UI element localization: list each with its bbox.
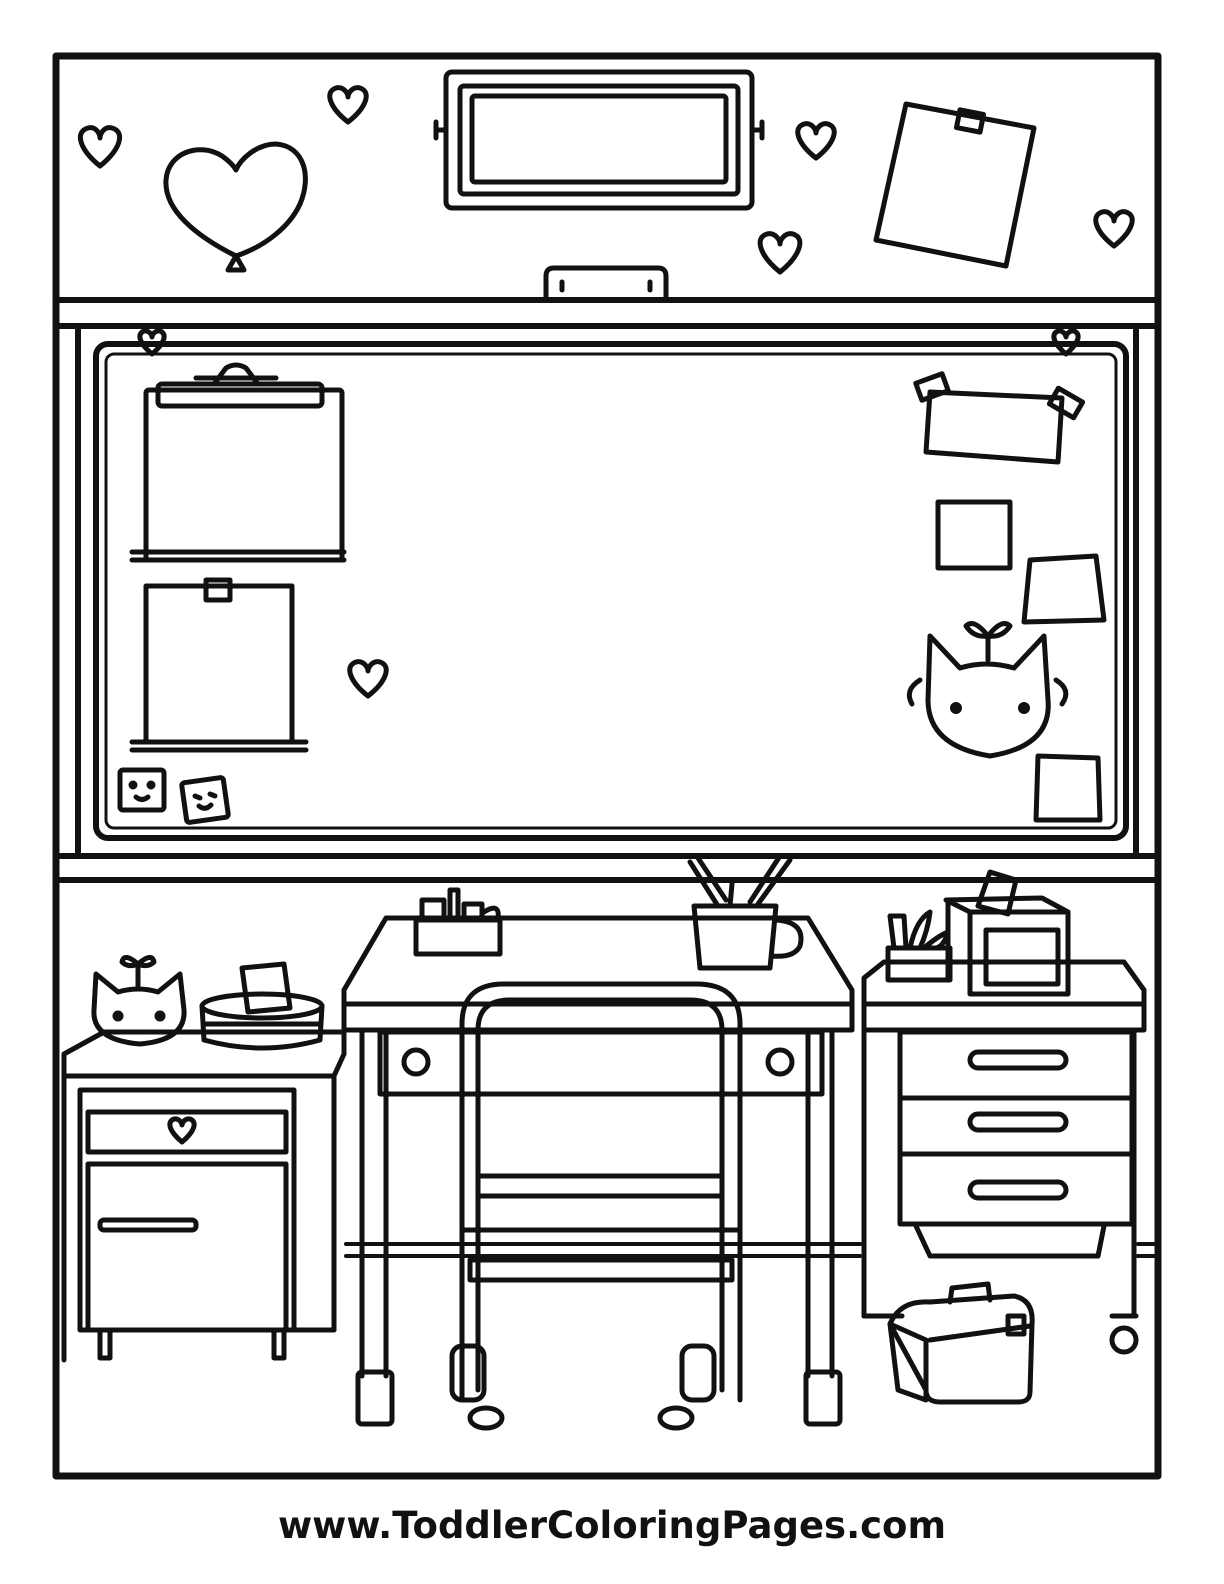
heart-icon — [330, 88, 366, 122]
wall-sign-frame — [436, 72, 762, 208]
lunch-bag — [890, 1284, 1032, 1402]
smiley-sticker — [181, 777, 228, 822]
clipboard — [132, 365, 344, 560]
tissue-box — [946, 872, 1068, 994]
page-border — [56, 56, 1158, 1476]
left-nightstand — [64, 1032, 344, 1360]
heart-icon — [798, 124, 834, 158]
taped-paper — [916, 374, 1083, 462]
sticky-note — [1036, 756, 1100, 820]
sticky-note — [938, 502, 1010, 568]
teacher-desk — [344, 918, 852, 1424]
sticky-note — [1024, 556, 1104, 622]
heart-icon — [350, 662, 386, 696]
smiley-sticker — [120, 770, 164, 810]
heart-icon — [760, 234, 800, 272]
pinned-note — [132, 580, 306, 750]
desk-chair — [452, 984, 740, 1428]
floor-trim — [346, 1244, 1156, 1256]
heart-icon — [170, 1119, 194, 1142]
heart-balloon-icon — [166, 144, 305, 270]
pencil-mug — [690, 856, 801, 968]
small-organizer — [888, 912, 950, 980]
desk-organizer — [416, 890, 500, 954]
bowl — [202, 964, 322, 1048]
heart-icon — [1096, 212, 1132, 246]
heart-icon — [1054, 331, 1078, 354]
top-wall — [58, 72, 1156, 326]
cat-face-sticker — [909, 624, 1066, 756]
wall-bracket — [546, 268, 666, 298]
heart-icon — [80, 128, 119, 166]
pinned-paper — [876, 104, 1034, 266]
drawer-cabinet — [864, 962, 1144, 1352]
cat-head-toy — [94, 957, 184, 1044]
heart-icon — [140, 331, 164, 354]
whiteboard — [58, 328, 1156, 880]
footer-site-text: www.ToddlerColoringPages.com — [278, 1504, 946, 1547]
